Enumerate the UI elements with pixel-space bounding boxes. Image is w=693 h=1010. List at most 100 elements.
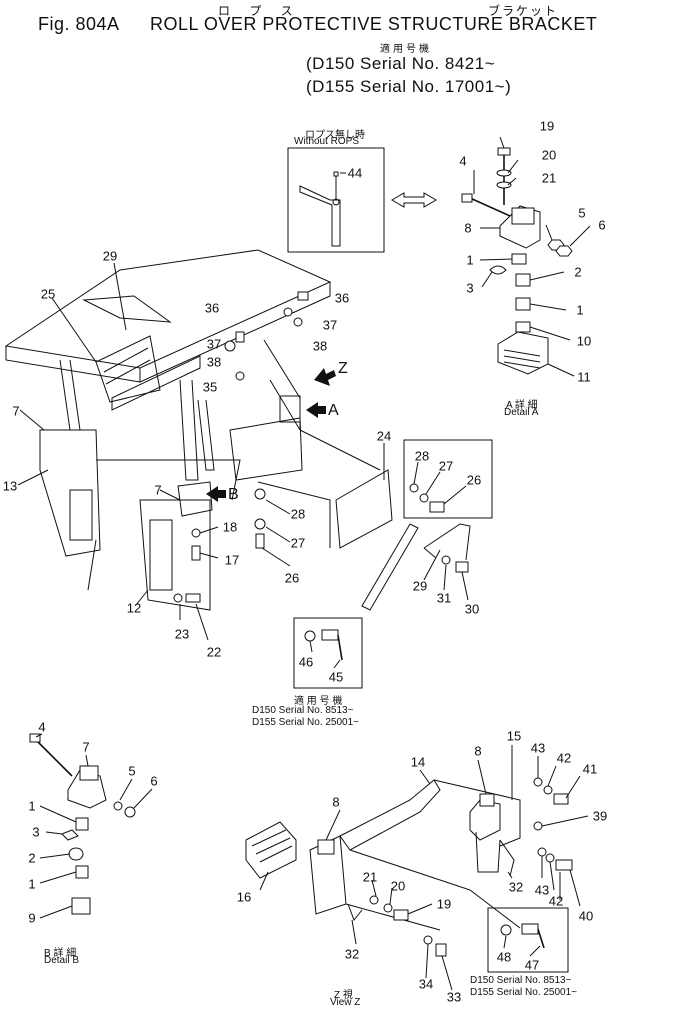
callout-39: 39 bbox=[592, 808, 608, 824]
callout-24: 24 bbox=[376, 428, 392, 444]
callout-29: 29 bbox=[412, 578, 428, 594]
callout-14: 14 bbox=[410, 754, 426, 770]
callout-43: 43 bbox=[534, 882, 550, 898]
callout-42: 42 bbox=[548, 893, 564, 909]
detail-b-jp: B 詳 細 bbox=[44, 948, 77, 959]
applicability-1-jp: 適 用 号 機 bbox=[294, 696, 343, 707]
swap-arrow bbox=[391, 192, 437, 208]
arrow-z bbox=[314, 368, 336, 386]
without-rops-label: Without ROPS bbox=[294, 136, 360, 147]
callout-34: 34 bbox=[418, 976, 434, 992]
callout-5: 5 bbox=[128, 763, 136, 779]
applicability-2-d150: D150 Serial No. 8513~ bbox=[470, 975, 572, 986]
rops-main-assembly bbox=[4, 249, 381, 611]
callout-28: 28 bbox=[290, 506, 306, 522]
arrow-b bbox=[206, 486, 226, 502]
arrow-b-label: B bbox=[228, 486, 239, 503]
applicable-jp: 適用号機 bbox=[380, 44, 432, 55]
strap-part bbox=[361, 523, 419, 611]
callout-37: 37 bbox=[322, 317, 338, 333]
callout-13: 13 bbox=[2, 478, 18, 494]
callout-31: 31 bbox=[436, 590, 452, 606]
without-rops-jp: ロプス無し時 bbox=[305, 130, 365, 141]
callout-4: 4 bbox=[459, 153, 467, 169]
detail-a-label: Detail A bbox=[504, 407, 539, 418]
arrow-a-label: A bbox=[328, 402, 339, 419]
callout-8: 8 bbox=[464, 220, 472, 236]
callout-22: 22 bbox=[206, 644, 222, 660]
hardware-box-46-45 bbox=[293, 617, 363, 689]
callout-4: 4 bbox=[38, 719, 46, 735]
view-z-assembly bbox=[245, 777, 573, 957]
arrow-a bbox=[306, 402, 326, 418]
callout-19: 19 bbox=[436, 896, 452, 912]
without-rops-bracket bbox=[299, 171, 341, 247]
callout-10: 10 bbox=[576, 333, 592, 349]
callout-33: 33 bbox=[446, 989, 462, 1005]
arrow-z-label: Z bbox=[338, 360, 348, 377]
serial-line-1: (D150 Serial No. 8421~ bbox=[306, 54, 496, 73]
detail-b-parts bbox=[29, 733, 136, 915]
applicability-1-d150: D150 Serial No. 8513~ bbox=[252, 705, 354, 716]
callout-15: 15 bbox=[506, 728, 522, 744]
callout-44: 44 bbox=[347, 165, 363, 181]
callout-28: 28 bbox=[414, 448, 430, 464]
callout-5: 5 bbox=[578, 205, 586, 221]
callout-1: 1 bbox=[28, 798, 36, 814]
detail-b-label: Detail B bbox=[44, 955, 80, 966]
callout-1: 1 bbox=[576, 302, 584, 318]
callout-25: 25 bbox=[40, 286, 56, 302]
figure-label: Fig. 804A bbox=[38, 14, 120, 34]
callout-26: 26 bbox=[466, 472, 482, 488]
callout-47: 47 bbox=[524, 957, 540, 973]
title-kana-rops: ロ プ ス bbox=[218, 4, 301, 18]
callout-6: 6 bbox=[598, 217, 606, 233]
detail-a-jp: A 詳 細 bbox=[506, 400, 538, 411]
callout-8: 8 bbox=[474, 743, 482, 759]
callout-9: 9 bbox=[28, 910, 36, 926]
callout-21: 21 bbox=[362, 869, 378, 885]
callout-8: 8 bbox=[332, 794, 340, 810]
callout-41: 41 bbox=[582, 761, 598, 777]
callout-29: 29 bbox=[102, 248, 118, 264]
callout-3: 3 bbox=[32, 824, 40, 840]
bolts-group-small bbox=[173, 291, 469, 603]
callout-16: 16 bbox=[236, 889, 252, 905]
callout-45: 45 bbox=[328, 669, 344, 685]
callout-38: 38 bbox=[206, 354, 222, 370]
without-rops-frame bbox=[287, 147, 385, 253]
callout-30: 30 bbox=[464, 601, 480, 617]
callout-32: 32 bbox=[508, 879, 524, 895]
hardware-box-48-47 bbox=[487, 907, 569, 973]
callout-17: 17 bbox=[224, 552, 240, 568]
callout-18: 18 bbox=[222, 519, 238, 535]
callout-38: 38 bbox=[312, 338, 328, 354]
callout-35: 35 bbox=[202, 379, 218, 395]
callout-26: 26 bbox=[284, 570, 300, 586]
callout-27: 27 bbox=[290, 535, 306, 551]
callout-23: 23 bbox=[174, 626, 190, 642]
callout-46: 46 bbox=[298, 654, 314, 670]
leader-lines bbox=[17, 136, 591, 991]
callout-48: 48 bbox=[496, 949, 512, 965]
callout-36: 36 bbox=[204, 300, 220, 316]
plate-24 bbox=[335, 469, 393, 549]
callout-27: 27 bbox=[438, 458, 454, 474]
applicability-2-d155: D155 Serial No. 25001~ bbox=[470, 987, 578, 998]
callout-12: 12 bbox=[126, 600, 142, 616]
serial-line-2: (D155 Serial No. 17001~) bbox=[306, 77, 512, 96]
callout-37: 37 bbox=[206, 336, 222, 352]
applicability-1-d155: D155 Serial No. 25001~ bbox=[252, 717, 360, 728]
callout-20: 20 bbox=[390, 878, 406, 894]
callout-6: 6 bbox=[150, 773, 158, 789]
callout-43: 43 bbox=[530, 740, 546, 756]
callout-19: 19 bbox=[539, 118, 555, 134]
view-z-jp: Z 視 bbox=[334, 990, 353, 1001]
handle-29 bbox=[423, 523, 471, 561]
callout-40: 40 bbox=[578, 908, 594, 924]
title-kana-bracket: ブラケット bbox=[488, 4, 559, 18]
callout-7: 7 bbox=[12, 403, 20, 419]
callout-2: 2 bbox=[574, 264, 582, 280]
callout-7: 7 bbox=[154, 482, 162, 498]
